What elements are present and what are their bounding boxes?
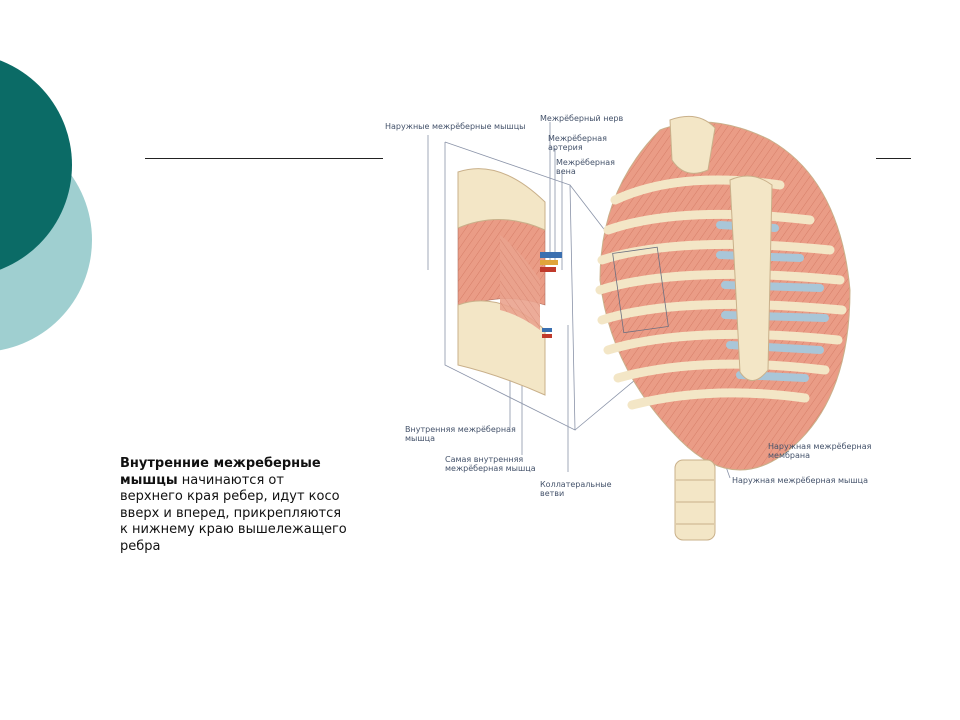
- label-internal-muscle: Внутренняя межрёберная мышца: [405, 425, 516, 443]
- rib-cage: [595, 115, 851, 541]
- label-artery: Межрёберная артерия: [548, 134, 607, 152]
- body-rest: начинаются от верхнего края ребер, идут …: [120, 472, 347, 554]
- title-rule-left: [145, 158, 383, 159]
- bold-lead: Внутренние межреберные мышцы: [120, 456, 321, 488]
- label-innermost-muscle: Самая внутренняя межрёберная мышца: [445, 455, 536, 473]
- decorative-circles: [0, 60, 92, 351]
- label-nerve: Межрёберный нерв: [540, 114, 624, 123]
- anatomy-figure: Наружные межрёберные мышцы Межрёберный н…: [380, 110, 900, 550]
- body-paragraph: Внутренние межреберные мышцы начинаются …: [120, 456, 350, 555]
- label-collateral: Коллатеральные ветви: [540, 480, 612, 498]
- label-vein: Межрёберная вена: [556, 158, 615, 176]
- dark-circle: [0, 60, 72, 270]
- label-external-muscles: Наружные межрёберные мышцы: [385, 122, 526, 131]
- label-ext-membrane: Наружная межрёберная мембрана: [768, 442, 872, 460]
- label-ext-muscle: Наружная межрёберная мышца: [732, 476, 869, 485]
- anatomy-illustration: [427, 115, 851, 541]
- title-rule-right: [876, 158, 911, 159]
- detail-block: [457, 168, 562, 396]
